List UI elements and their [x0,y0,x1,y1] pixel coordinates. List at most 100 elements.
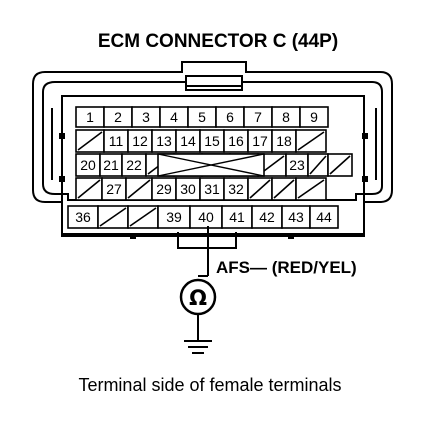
pin-5: 5 [187,106,217,128]
pin-number: 36 [75,209,91,225]
pin-32: 32 [223,177,249,201]
ground-icon [184,340,212,354]
pin-3: 3 [131,106,161,128]
pin-15: 15 [199,129,225,153]
pin-number: 13 [156,133,172,149]
pin-13: 13 [151,129,177,153]
pin-29: 29 [151,177,177,201]
pin-empty [271,177,297,201]
pin-41: 41 [221,205,253,229]
blank-slash [273,179,295,199]
pin-18: 18 [271,129,297,153]
blank-slash [297,131,325,151]
pin-number: 9 [310,109,318,125]
pin-empty [125,177,153,201]
pin-number: 14 [180,133,196,149]
pin-7: 7 [243,106,273,128]
pin-6: 6 [215,106,245,128]
blank-slash [249,179,271,199]
pin-number: 15 [204,133,220,149]
pin-20: 20 [75,153,101,177]
pin-number: 21 [103,157,119,173]
diagram-title: ECM CONNECTOR C (44P) [98,31,338,52]
pin-empty [295,177,327,201]
pin-number: 4 [170,109,178,125]
pin-number: 40 [198,209,214,225]
pin-number: 39 [166,209,182,225]
pin-number: 5 [198,109,206,125]
pin-42: 42 [251,205,283,229]
pin-number: 20 [80,157,96,173]
connector-housing [32,61,393,237]
pin-number: 8 [282,109,290,125]
blank-slash [77,179,101,199]
pin-empty [97,205,129,229]
pin-number: 30 [180,181,196,197]
pin-11: 11 [103,129,129,153]
pin-number: 1 [86,109,94,125]
pin-21: 21 [99,153,123,177]
pin-number: 23 [289,157,305,173]
pin-number: 17 [252,133,268,149]
blank-slash [309,155,327,175]
blank-slash [127,179,151,199]
pin-empty [327,153,353,177]
pin-16: 16 [223,129,249,153]
pin-12: 12 [127,129,153,153]
pin-empty [247,177,273,201]
pin-number: 42 [259,209,275,225]
pin-31: 31 [199,177,225,201]
pin-1: 1 [75,106,105,128]
housing-keys [59,133,368,239]
pin-empty [295,129,327,153]
pin-empty [75,177,103,201]
blank-slash [329,155,351,175]
pin-number: 11 [109,133,124,149]
pin-number: 3 [142,109,150,125]
pin-40: 40 [189,205,223,229]
pin-22: 22 [121,153,147,177]
pin-2: 2 [103,106,133,128]
blank-slash [77,131,103,151]
pin-number: 41 [229,209,245,225]
pin-number: 18 [276,133,292,149]
probe-label: AFS— (RED/YEL) [216,258,357,277]
pin-number: 29 [156,181,172,197]
ohmmeter: Ω [179,278,217,340]
pin-43: 43 [281,205,311,229]
pin-number: 22 [126,157,142,173]
pin-8: 8 [271,106,301,128]
pin-empty [307,153,329,177]
pin-9: 9 [299,106,329,128]
blank-slash [99,207,127,227]
pin-36: 36 [67,205,99,229]
pin-number: 44 [316,209,332,225]
pin-30: 30 [175,177,201,201]
pin-number: 27 [106,181,122,197]
blank-slash [129,207,157,227]
blocked-cavity [157,153,265,177]
pin-14: 14 [175,129,201,153]
pin-number: 6 [226,109,234,125]
ohm-symbol-icon: Ω [189,286,207,310]
pin-empty [127,205,159,229]
pin-44: 44 [309,205,339,229]
pin-number: 12 [132,133,148,149]
pin-number: 32 [228,181,244,197]
pin-4: 4 [159,106,189,128]
pin-17: 17 [247,129,273,153]
pin-number: 16 [228,133,244,149]
pin-empty [75,129,105,153]
pin-number: 31 [204,181,220,197]
pin-number: 43 [288,209,304,225]
pin-23: 23 [285,153,309,177]
pin-27: 27 [101,177,127,201]
pin-number: 2 [114,109,122,125]
probe-wire [177,226,237,277]
pin-number: 7 [254,109,262,125]
pin-39: 39 [157,205,191,229]
blank-slash [297,179,325,199]
diagram-caption: Terminal side of female terminals [78,375,341,395]
